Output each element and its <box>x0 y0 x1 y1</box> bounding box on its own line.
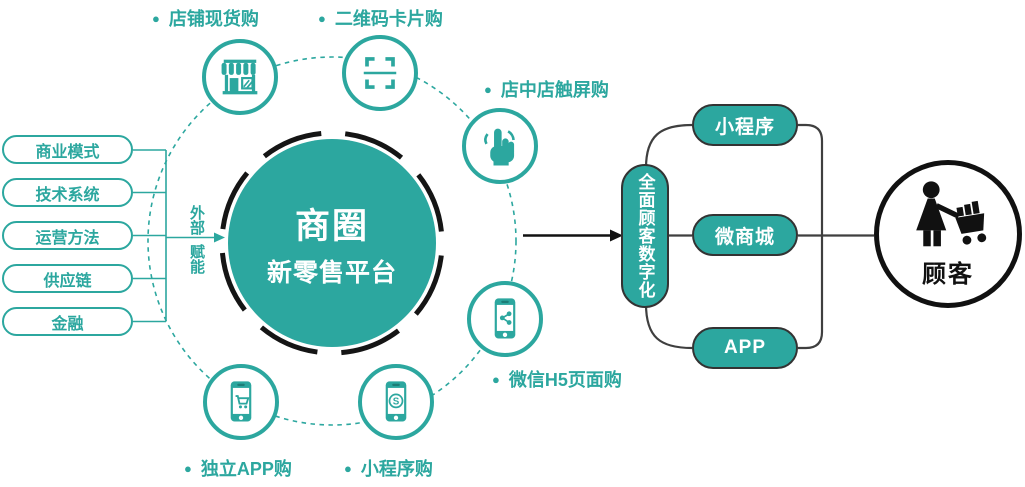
channel-label-text: 小程序购 <box>360 459 433 479</box>
enabler-label: 供应链 <box>43 272 92 290</box>
dashed-channel-ring <box>147 56 517 426</box>
storefront-icon <box>221 59 258 95</box>
digitalization-pill: 全面顾客数字化 <box>621 164 669 308</box>
channel-node-standalone-app <box>203 364 279 440</box>
external-empowerment-label-top: 外部 <box>188 205 205 235</box>
channel-label-text: 店铺现货购 <box>168 9 259 29</box>
touch-hand-icon <box>484 128 515 166</box>
channel-label-text: 二维码卡片购 <box>334 9 443 29</box>
customer-label: 顾客 <box>922 260 974 288</box>
bullet-dot-icon: ● <box>184 460 192 476</box>
output-label: 微商城 <box>714 226 775 248</box>
customer-with-cart-icon <box>916 180 987 246</box>
channel-node-touchscreen <box>462 108 538 184</box>
channel-label-qr: ● 二维码卡片购 <box>318 5 443 31</box>
phone-share-icon <box>494 298 516 339</box>
channel-label-wechat-h5: ● 微信H5页面购 <box>492 366 622 392</box>
enabler-label: 商业模式 <box>35 143 100 161</box>
qr-scan-icon <box>363 57 397 89</box>
left-connector-lines <box>133 149 214 323</box>
output-label: 小程序 <box>714 116 775 138</box>
bullet-dot-icon: ● <box>492 371 500 387</box>
channel-label-text: 店中店触屏购 <box>500 80 609 100</box>
hub-dashed-ring <box>219 130 445 356</box>
bullet-dot-icon: ● <box>152 10 160 26</box>
digitalization-label: 全面顾客数字化 <box>635 173 655 299</box>
right-connector-lines <box>644 123 874 350</box>
left-arrowhead <box>214 232 225 243</box>
platform-subtitle: 新零售平台 <box>266 258 397 287</box>
bullet-dot-icon: ● <box>318 10 326 26</box>
enabler-box-supply-chain: 供应链 <box>2 264 133 293</box>
phone-miniprogram-icon: S <box>385 381 407 422</box>
enabler-box-finance: 金融 <box>2 307 133 336</box>
enabler-box-business-model: 商业模式 <box>2 135 133 164</box>
enabler-label: 运营方法 <box>35 229 100 247</box>
platform-title: 商圈 <box>294 206 369 246</box>
svg-text:S: S <box>393 397 400 408</box>
channel-node-store <box>202 39 278 115</box>
output-pill-app: APP <box>692 327 798 369</box>
channel-label-text: 独立APP购 <box>200 459 292 479</box>
channel-node-wechat-h5 <box>467 281 543 357</box>
channel-label-store: ● 店铺现货购 <box>152 5 259 31</box>
hub-arrowhead <box>610 229 623 242</box>
enabler-box-operation-method: 运营方法 <box>2 221 133 250</box>
channel-label-touchscreen: ● 店中店触屏购 <box>484 76 609 102</box>
external-empowerment-label-bottom: 赋能 <box>188 244 205 274</box>
channel-label-standalone-app: ● 独立APP购 <box>184 455 292 481</box>
output-pill-weimall: 微商城 <box>692 214 798 256</box>
bullet-dot-icon: ● <box>484 81 492 97</box>
enabler-label: 金融 <box>51 315 84 333</box>
output-pill-miniprogram: 小程序 <box>692 104 798 146</box>
phone-cart-icon <box>230 381 252 422</box>
customer-circle: 顾客 <box>874 160 1022 308</box>
central-platform-circle: 商圈 新零售平台 <box>228 139 436 347</box>
enabler-box-tech-system: 技术系统 <box>2 178 133 207</box>
channel-label-text: 微信H5页面购 <box>508 370 622 390</box>
output-label: APP <box>723 337 767 358</box>
enabler-label: 技术系统 <box>35 186 100 204</box>
channel-node-qr <box>342 35 418 111</box>
channel-node-miniprogram: S <box>358 364 434 440</box>
bullet-dot-icon: ● <box>344 460 352 476</box>
channel-label-miniprogram: ● 小程序购 <box>344 455 433 481</box>
